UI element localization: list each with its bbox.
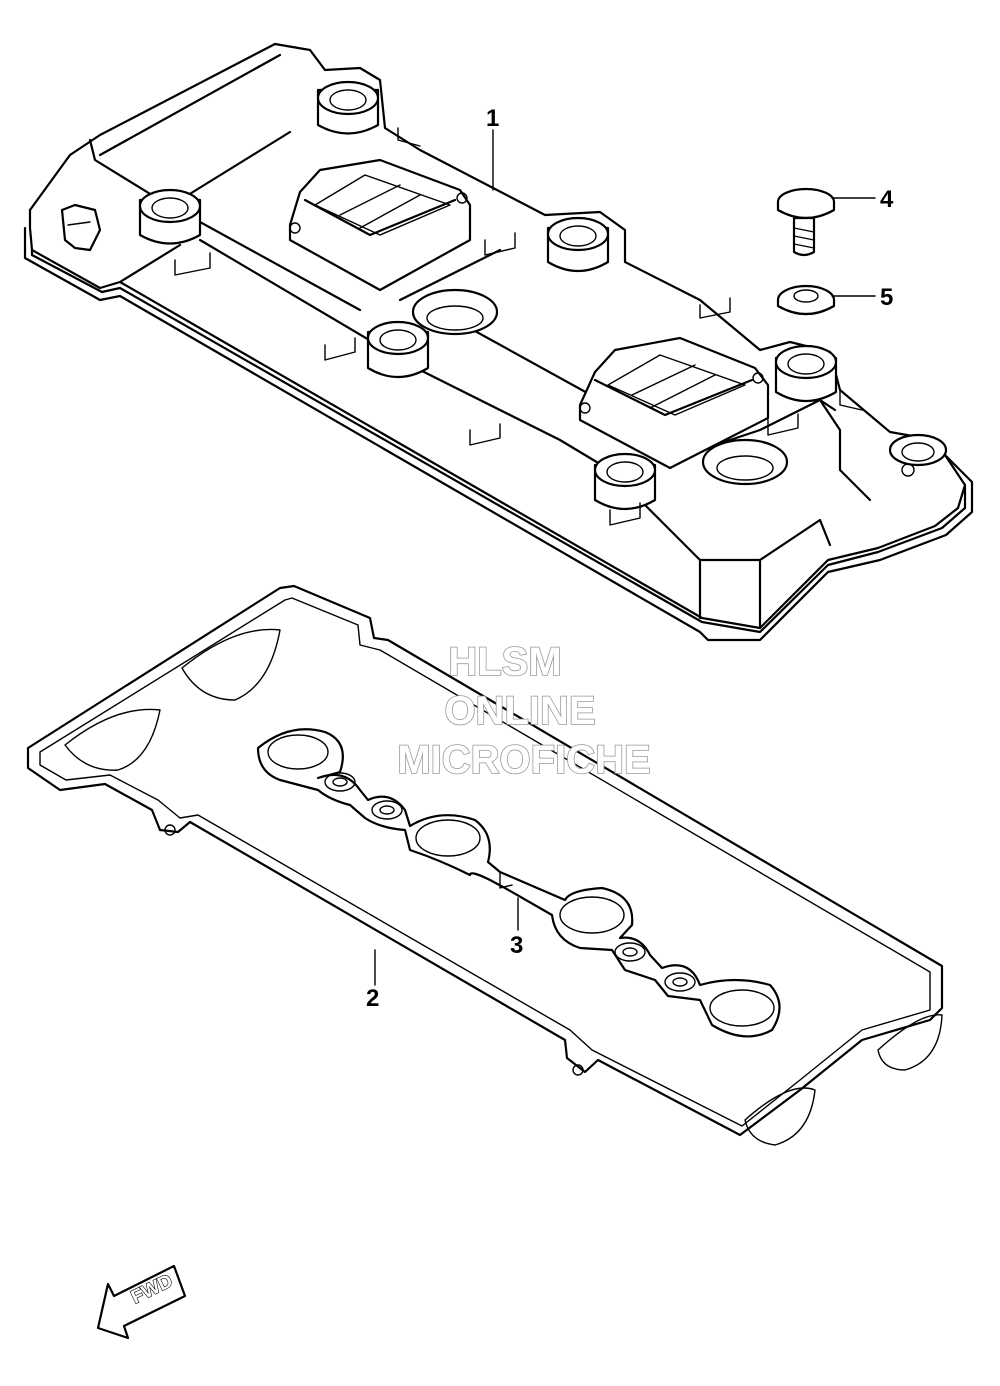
pair-port-1 bbox=[288, 158, 472, 292]
callout-5: 5 bbox=[880, 284, 893, 311]
boss-2 bbox=[138, 188, 202, 245]
bolt bbox=[776, 187, 836, 257]
callout-2: 2 bbox=[366, 985, 379, 1012]
watermark-line-2: ONLINE bbox=[444, 689, 595, 733]
leader-lines bbox=[374, 129, 876, 986]
watermark-line-3: MICROFICHE bbox=[397, 738, 650, 782]
watermark: HLSM ONLINE MICROFICHE bbox=[397, 639, 652, 783]
pair-port-2 bbox=[578, 336, 770, 470]
gasket-lobe-2 bbox=[181, 628, 281, 701]
boss-3 bbox=[546, 216, 610, 272]
watermark-line-1: HLSM bbox=[448, 640, 561, 684]
boss-4 bbox=[366, 320, 430, 378]
gasket-lobe-4 bbox=[877, 1014, 943, 1071]
cylinder-head-cover bbox=[23, 42, 974, 642]
washer bbox=[776, 284, 836, 316]
boss-6 bbox=[593, 452, 657, 510]
fwd-arrow: FWD bbox=[96, 1264, 187, 1340]
gasket-lobe-3 bbox=[744, 1087, 816, 1146]
boss-7 bbox=[888, 433, 948, 477]
cover-gasket bbox=[26, 584, 944, 1146]
plug-well-2 bbox=[701, 438, 789, 486]
plug-well-1 bbox=[411, 288, 499, 336]
gasket-lobe-1 bbox=[64, 708, 161, 771]
callout-4: 4 bbox=[880, 186, 894, 213]
callout-3: 3 bbox=[510, 932, 523, 959]
callout-1: 1 bbox=[486, 105, 499, 132]
boss-1 bbox=[316, 80, 380, 135]
boss-5 bbox=[774, 344, 838, 402]
plug-hole-gasket bbox=[256, 728, 781, 1038]
